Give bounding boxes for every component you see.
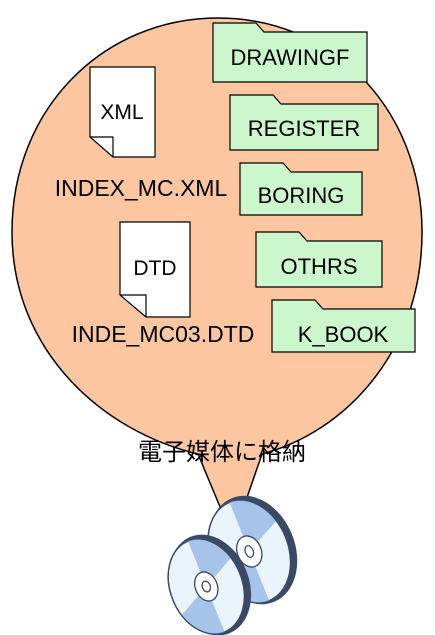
folder-icon [271, 299, 416, 353]
folder-label: BORING [258, 183, 345, 208]
folder-label: DRAWINGF [231, 45, 350, 70]
document-fold [120, 294, 147, 317]
disc-icon [167, 495, 298, 635]
document-icon [119, 221, 191, 318]
folder-register: REGISTER [229, 94, 379, 151]
disc-front [167, 534, 252, 635]
folder-icon [255, 231, 383, 288]
caption: 電子媒体に格納 [138, 439, 306, 466]
folder-drawingf: DRAWINGF [212, 22, 368, 83]
file-type-label: XML [100, 101, 143, 124]
file-name: INDEX_MC.XML [55, 175, 228, 201]
document-fold [90, 136, 114, 157]
file-type-label: DTD [133, 257, 176, 280]
xml-file: XML [89, 66, 156, 158]
folder-icon [212, 22, 368, 83]
file-name: INDE_MC03.DTD [72, 321, 255, 347]
document-icon [89, 66, 156, 158]
folder-othrs: OTHRS [255, 231, 383, 288]
folder-label: K_BOOK [298, 322, 389, 347]
folder-label: REGISTER [248, 116, 360, 141]
folder-icon [239, 162, 363, 216]
dtd-file: DTD [119, 221, 191, 318]
folder-boring: BORING [239, 162, 363, 216]
folder-icon [229, 94, 379, 151]
folder-k-book: K_BOOK [271, 299, 416, 353]
folder-label: OTHRS [281, 254, 358, 279]
